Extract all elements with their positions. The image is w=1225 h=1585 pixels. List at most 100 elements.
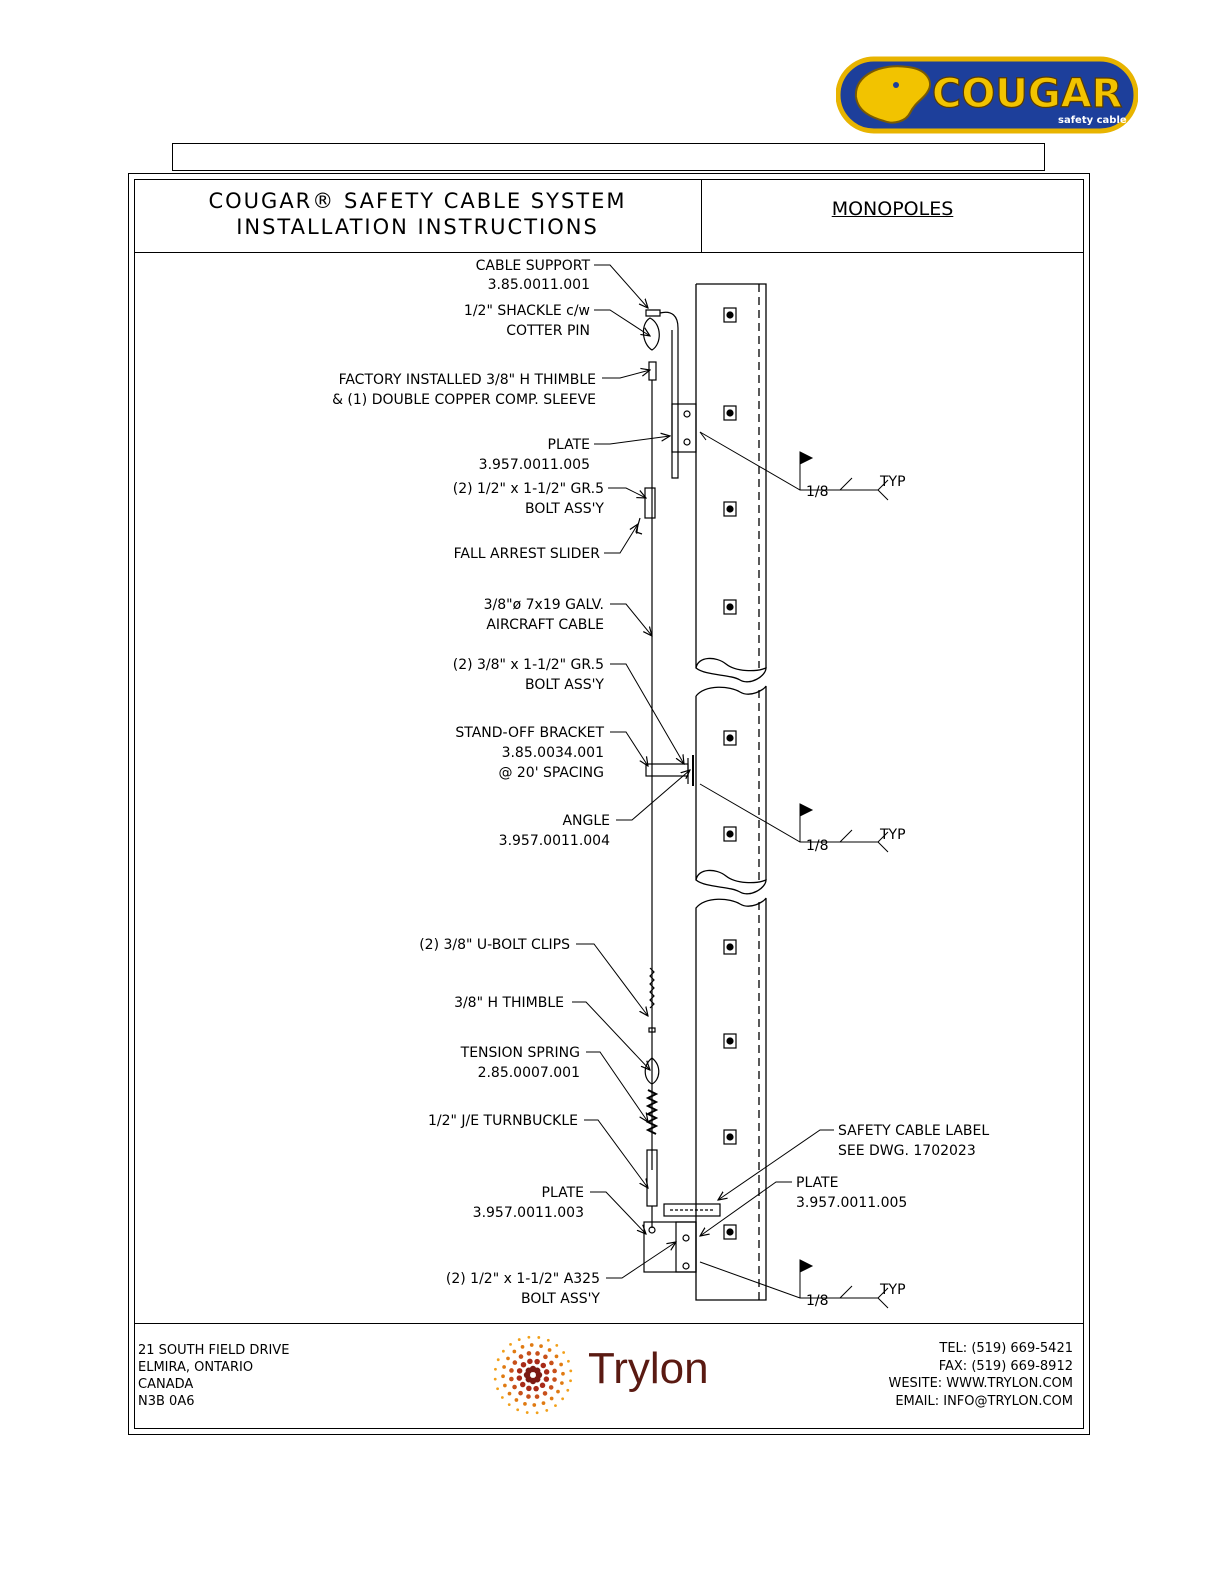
u-bolt-clips [649, 967, 655, 1009]
pole-break-2 [695, 869, 767, 895]
label-ubolt: (2) 3/8" U-BOLT CLIPS [419, 937, 570, 953]
climbing-pegs [723, 307, 737, 1240]
logo-dot [543, 1369, 550, 1375]
drawing-title: COUGAR® SAFETY CABLE SYSTEM INSTALLATION… [140, 188, 695, 240]
logo-dot [539, 1344, 543, 1348]
logo-dot [539, 1382, 546, 1389]
logo-dot [543, 1376, 550, 1382]
label-plate-bottom-right-part: 3.957.0011.005 [796, 1195, 907, 1211]
weld-typ-3: TYP [879, 1282, 906, 1298]
footer-divider [134, 1323, 1084, 1324]
logo-dot [503, 1383, 507, 1388]
contact-email: EMAIL: INFO@TRYLON.COM [895, 1393, 1073, 1409]
logo-dot [555, 1343, 559, 1347]
logo-dot [562, 1351, 566, 1354]
logo-dot [512, 1384, 517, 1390]
logo-dot [561, 1397, 565, 1401]
logo-dot [496, 1358, 500, 1362]
logo-dot [556, 1389, 560, 1394]
logo-dot [548, 1385, 554, 1390]
logo-dot [517, 1338, 521, 1341]
label-bolt-mid: (2) 3/8" x 1-1/2" GR.5 [453, 657, 604, 673]
weld-size-3: 1/8 [806, 1293, 829, 1309]
contact-tel: TEL: (519) 669-5421 [939, 1341, 1073, 1356]
label-safety-cable-dwg: SEE DWG. 1702023 [838, 1143, 976, 1159]
label-bolt-bottom: (2) 1/2" x 1-1/2" A325 [446, 1271, 600, 1287]
weld-callout-2 [699, 783, 889, 853]
label-slider: FALL ARREST SLIDER [454, 546, 601, 562]
label-bolt-mid-2: BOLT ASS'Y [525, 677, 604, 693]
logo-dot [535, 1351, 540, 1356]
label-bolt-top-2: BOLT ASS'Y [525, 501, 604, 517]
label-standoff: STAND-OFF BRACKET [455, 725, 604, 741]
logo-dot [534, 1358, 540, 1365]
cable-support [645, 309, 679, 479]
weld-size-2: 1/8 [806, 838, 829, 854]
company-address: 21 SOUTH FIELD DRIVE ELMIRA, ONTARIO CAN… [138, 1342, 289, 1410]
logo-dot [520, 1361, 527, 1368]
label-shackle: 1/2" SHACKLE c/w [464, 303, 590, 319]
logo-dot [560, 1381, 564, 1385]
label-turnbuckle: 1/2" J/E TURNBUCKLE [428, 1113, 578, 1129]
logo-dot [502, 1365, 506, 1369]
logo-dot [540, 1362, 547, 1369]
logo-dot [533, 1385, 539, 1392]
drawing-subject: MONOPOLES [831, 198, 954, 220]
logo-dot [554, 1404, 557, 1408]
logo-dot [549, 1360, 554, 1366]
logo-dot [506, 1356, 510, 1361]
pole-segment-2 [695, 685, 767, 880]
address-line-2: ELMIRA, ONTARIO [138, 1360, 254, 1375]
header-divider [134, 252, 1084, 253]
logo-dot [493, 1377, 497, 1381]
weld-callout-3 [699, 1260, 889, 1309]
company-contact: TEL: (519) 669-5421 FAX: (519) 669-8912 … [888, 1340, 1073, 1410]
logo-dot [507, 1403, 511, 1407]
logo-dot [535, 1411, 539, 1415]
label-cable-support: CABLE SUPPORT [476, 258, 591, 274]
logo-dot [546, 1338, 550, 1342]
logo-dot [509, 1342, 512, 1346]
logo-dot [559, 1362, 563, 1367]
trylon-wordmark: Trylon [588, 1344, 709, 1393]
label-thimble: 3/8" H THIMBLE [454, 995, 564, 1011]
logo-dot [496, 1387, 499, 1391]
label-safety-cable-label: SAFETY CABLE LABEL [838, 1123, 989, 1139]
logo-dot [567, 1359, 570, 1363]
logo-dot [529, 1343, 534, 1347]
logo-dot [518, 1354, 524, 1359]
label-spring-part: 2.85.0007.001 [478, 1065, 580, 1081]
label-plate-top-part: 3.957.0011.005 [479, 457, 590, 473]
label-angle: ANGLE [562, 813, 610, 829]
pole-segment-3 [695, 897, 767, 1301]
logo-dot [518, 1390, 523, 1396]
weld-typ-1: TYP [879, 474, 906, 490]
logo-dot [534, 1394, 540, 1399]
address-line-1: 21 SOUTH FIELD DRIVE [138, 1343, 290, 1358]
cougar-tagline: safety cable [1058, 115, 1127, 126]
logo-dot [516, 1408, 520, 1412]
logo-dot [543, 1354, 548, 1360]
logo-dot [561, 1371, 565, 1376]
logo-dot [526, 1394, 531, 1399]
logo-dot [527, 1335, 531, 1339]
logo-dot [494, 1367, 497, 1371]
label-bolt-bottom-2: BOLT ASS'Y [521, 1291, 600, 1307]
logo-dot [527, 1358, 533, 1365]
trylon-logo-mark [493, 1335, 573, 1415]
logo-dot [525, 1411, 529, 1414]
label-bolt-top: (2) 1/2" x 1-1/2" GR.5 [453, 481, 604, 497]
logo-dot [532, 1403, 537, 1407]
drawing-frame [128, 173, 1090, 1435]
fall-arrest-slider [644, 487, 656, 519]
top-banner-box [172, 143, 1045, 171]
contact-fax: FAX: (519) 669-8912 [938, 1358, 1073, 1374]
label-shackle-2: COTTER PIN [506, 323, 590, 339]
weld-size-1: 1/8 [806, 484, 829, 500]
logo-dot [500, 1396, 504, 1399]
label-standoff-part: 3.85.0034.001 [502, 745, 604, 761]
title-line-2: INSTALLATION INSTRUCTIONS [236, 215, 599, 239]
logo-dot [526, 1385, 532, 1392]
weld-callout-1 [699, 431, 889, 501]
